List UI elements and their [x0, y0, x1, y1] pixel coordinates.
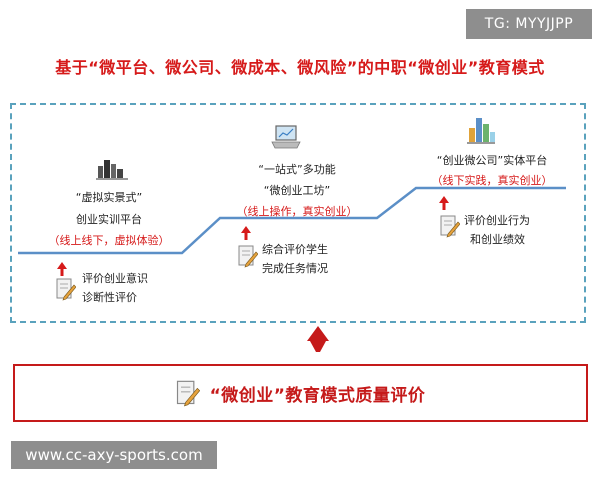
stage3-eval-line2: 和创业绩效 [470, 233, 525, 246]
stage3-note: （线下实践，真实创业） [431, 174, 553, 187]
stage1-arrow [57, 262, 67, 276]
stage2-desc: “微创业工坊” [263, 184, 331, 197]
site-watermark: www.cc-axy-sports.com [11, 441, 217, 469]
big-up-arrow [307, 326, 329, 352]
stage2-pencil-note-icon [238, 245, 258, 268]
stage1-eval-line1: 评价创业意识 [82, 272, 148, 285]
stage1-name: “虚拟实景式” [75, 191, 143, 204]
stage1-note: （线上线下，虚拟体验） [48, 234, 170, 247]
diagram-title: 基于“微平台、微公司、微成本、微风险”的中职“微创业”教育模式 [55, 58, 545, 77]
top-watermark: TG: MYYJJPP [466, 9, 592, 39]
stage2-note: （线上操作，真实创业） [236, 205, 358, 218]
stage3-name: “创业微公司”实体平台 [436, 154, 548, 167]
quality-pencil-note-icon [176, 380, 200, 407]
stage1-desc: 创业实训平台 [76, 213, 142, 226]
stage3-pencil-note-icon [440, 215, 460, 238]
stages-container [10, 103, 586, 323]
stage3-eval-line1: 评价创业行为 [464, 214, 530, 227]
laptop-icon [271, 125, 301, 149]
city-buildings-icon [96, 160, 128, 180]
stage2-name: “一站式”多功能 [258, 163, 336, 176]
stage2-eval-line2: 完成任务情况 [262, 262, 328, 275]
stage3-arrow [439, 196, 449, 210]
stage2-eval-line1: 综合评价学生 [262, 243, 328, 256]
bar-chart-icon [467, 118, 495, 144]
stage1-pencil-note-icon [56, 278, 76, 301]
stage1-eval-line2: 诊断性评价 [82, 291, 137, 304]
staircase-line [18, 186, 566, 255]
stage2-arrow [241, 226, 251, 240]
quality-evaluation-box: “微创业”教育模式质量评价 [13, 364, 588, 422]
quality-evaluation-label: “微创业”教育模式质量评价 [209, 385, 426, 406]
